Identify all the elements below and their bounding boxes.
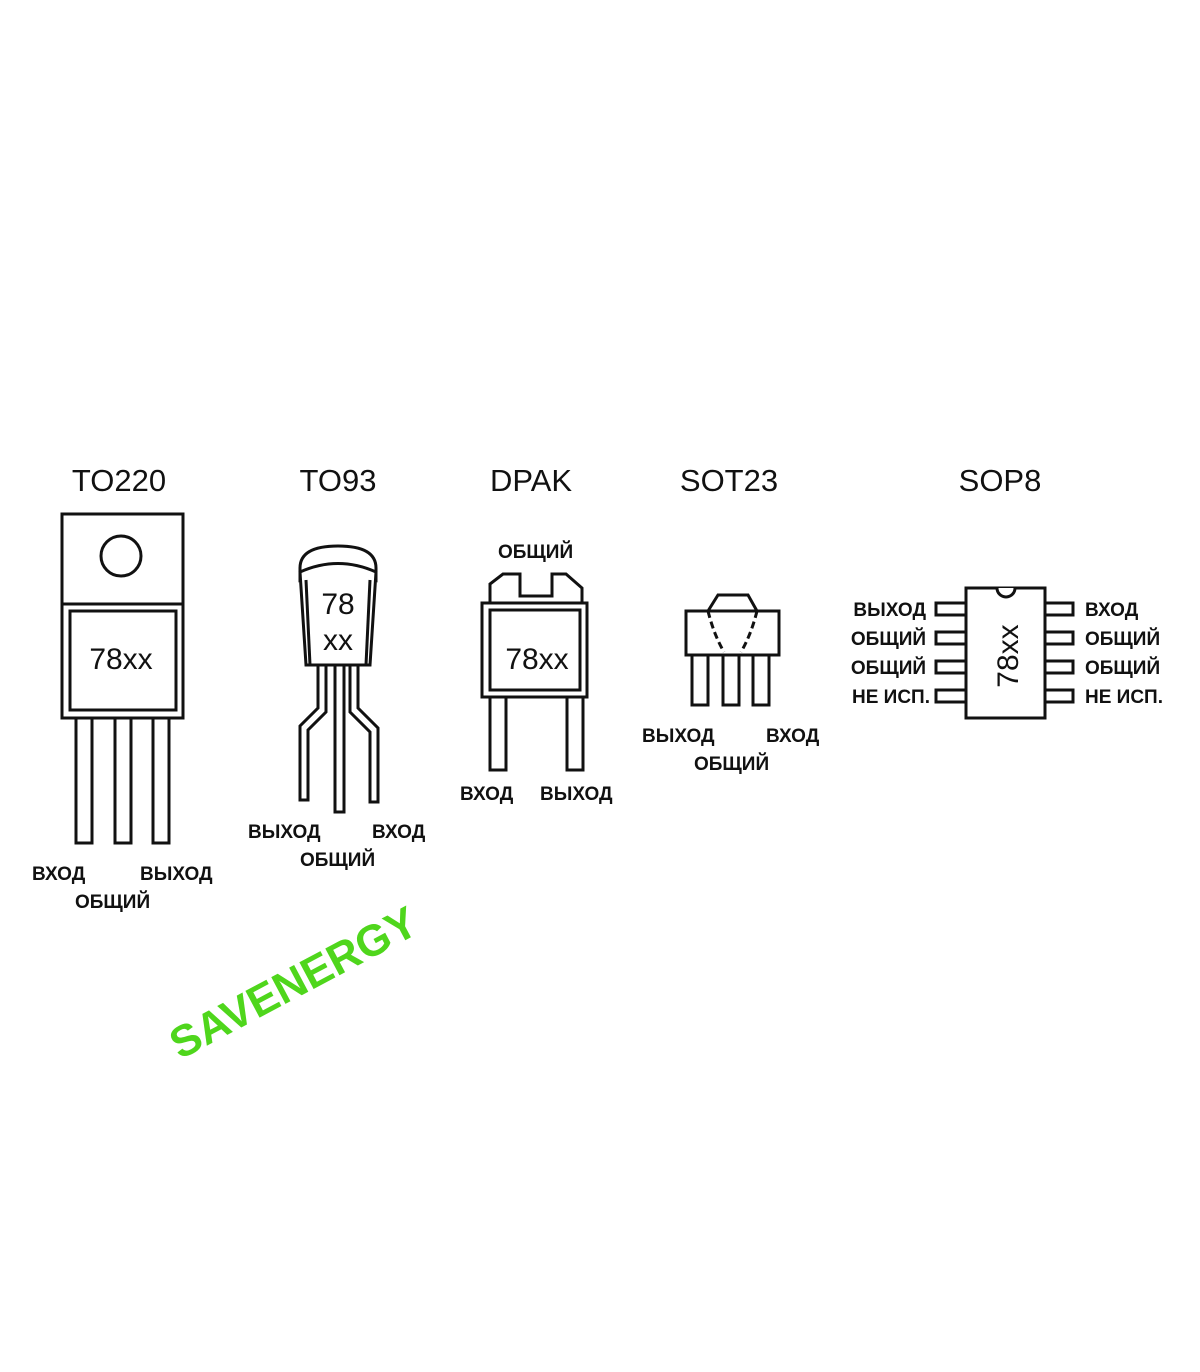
- to220-die: [68, 609, 178, 712]
- to220-marking: 78xx: [89, 643, 152, 676]
- sop8-body: [964, 586, 1047, 720]
- to93-pin-label: ВХОД: [372, 822, 426, 843]
- to93-edge: [364, 579, 372, 666]
- sop8-pin: [934, 659, 968, 675]
- sop8-pin: [934, 601, 968, 617]
- dpak-lead-1: [488, 695, 508, 772]
- sop8-pin-label: ВЫХОД: [853, 600, 926, 621]
- sot23-lead-2: [721, 653, 741, 707]
- to93-edge: [304, 579, 312, 666]
- to93-title: TO93: [300, 463, 377, 498]
- sop8-pin-label: ВХОД: [1085, 600, 1139, 621]
- dpak-marking: 78xx: [505, 643, 568, 676]
- to93-marking-line1: 78: [321, 588, 354, 621]
- to220-pin-label: ОБЩИЙ: [75, 891, 150, 913]
- sop8-pin: [934, 630, 968, 646]
- dpak-die: [488, 608, 582, 692]
- to93-lead-3: [348, 663, 380, 804]
- sop8-right-pins: ВХОД ОБЩИЙ ОБЩИЙ НЕ ИСП.: [1043, 600, 1163, 708]
- to220-pin-label: ВХОД: [32, 864, 86, 885]
- dpak-tab-label: ОБЩИЙ: [498, 541, 573, 563]
- to93-body: [298, 562, 378, 667]
- sot23-pin-label: ОБЩИЙ: [694, 753, 769, 775]
- to93-lead-2: [333, 663, 346, 814]
- to93-package: TO93 78 xx ВЫХОД ОБЩИЙ ВХОД: [248, 463, 426, 871]
- sot23-lead-1: [690, 653, 710, 707]
- sot23-pin-label: ВХОД: [766, 726, 820, 747]
- dpak-title: DPAK: [490, 463, 572, 498]
- sop8-package: SOP8 78xx ВЫХОД ОБЩИЙ ОБЩИЙ НЕ ИСП. ВХОД…: [851, 463, 1163, 720]
- sot23-body: [684, 609, 781, 657]
- to220-pin-label: ВЫХОД: [140, 864, 213, 885]
- sop8-pin: [1043, 601, 1075, 617]
- sop8-pin-label: ОБЩИЙ: [1085, 657, 1160, 679]
- sop8-pin-label: ОБЩИЙ: [851, 628, 926, 650]
- to220-package: TO220 78xx ВХОД ОБЩИЙ ВЫХОД: [32, 463, 213, 913]
- dpak-pin-label: ВЫХОД: [540, 784, 613, 805]
- sot23-title: SOT23: [680, 463, 778, 498]
- sot23-lead-3: [751, 653, 771, 707]
- to93-pin-label: ВЫХОД: [248, 822, 321, 843]
- sot23-package: SOT23 ВЫХОД ОБЩИЙ ВХОД: [642, 463, 820, 775]
- sop8-left-pins: ВЫХОД ОБЩИЙ ОБЩИЙ НЕ ИСП.: [851, 600, 968, 708]
- to93-pin-label: ОБЩИЙ: [300, 849, 375, 871]
- sot23-pin-label: ВЫХОД: [642, 726, 715, 747]
- watermark-logo: SAVENERGY: [162, 897, 426, 1068]
- sop8-pin: [1043, 659, 1075, 675]
- to220-lead-3: [151, 716, 171, 845]
- sop8-notch: [995, 587, 1017, 599]
- sop8-pin-label: ОБЩИЙ: [851, 657, 926, 679]
- sop8-pin: [934, 688, 968, 704]
- sop8-pin-label: НЕ ИСП.: [852, 687, 930, 708]
- sop8-pin-label: ОБЩИЙ: [1085, 628, 1160, 650]
- to220-title: TO220: [72, 463, 166, 498]
- dpak-pin-label: ВХОД: [460, 784, 514, 805]
- to220-mounting-hole: [99, 534, 143, 578]
- to220-lead-1: [74, 716, 94, 845]
- sot23-internal-outline: [706, 610, 759, 653]
- sop8-pin: [1043, 688, 1075, 704]
- dpak-lead-2: [565, 695, 585, 772]
- sop8-pin-label: НЕ ИСП.: [1085, 687, 1163, 708]
- dpak-tab: [488, 572, 584, 605]
- to93-lead-1: [298, 663, 328, 802]
- dpak-package: DPAK ОБЩИЙ 78xx ВХОД ВЫХОД: [460, 463, 613, 805]
- sop8-pin: [1043, 630, 1075, 646]
- to93-marking-line2: xx: [323, 624, 353, 657]
- sop8-marking: 78xx: [992, 624, 1025, 687]
- sop8-title: SOP8: [959, 463, 1042, 498]
- to220-lead-2: [113, 716, 133, 845]
- sot23-top-tab: [705, 593, 760, 613]
